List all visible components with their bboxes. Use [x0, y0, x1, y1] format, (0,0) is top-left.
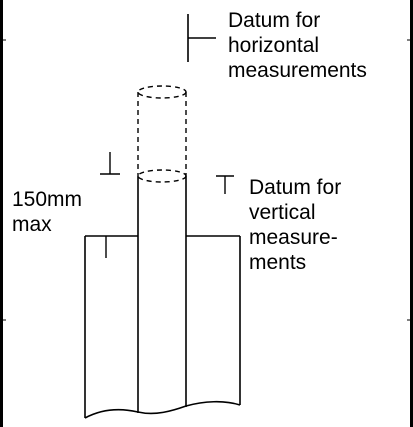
outer-sleeve — [84, 235, 241, 418]
horizontal-datum-marker — [187, 14, 216, 62]
removed-section-outline — [137, 85, 187, 176]
horizontal-datum-label: Datum for horizontal measurements — [228, 9, 367, 82]
vertical-datum-marker — [216, 175, 234, 194]
max-height-label: 150mm max — [12, 188, 83, 236]
pipe-top-rim — [137, 169, 187, 183]
inner-pipe — [137, 176, 187, 413]
vertical-datum-label: Datum for vertical measure- ments — [249, 176, 342, 274]
break-line — [84, 400, 241, 419]
max-height-upper-marker — [100, 152, 120, 175]
